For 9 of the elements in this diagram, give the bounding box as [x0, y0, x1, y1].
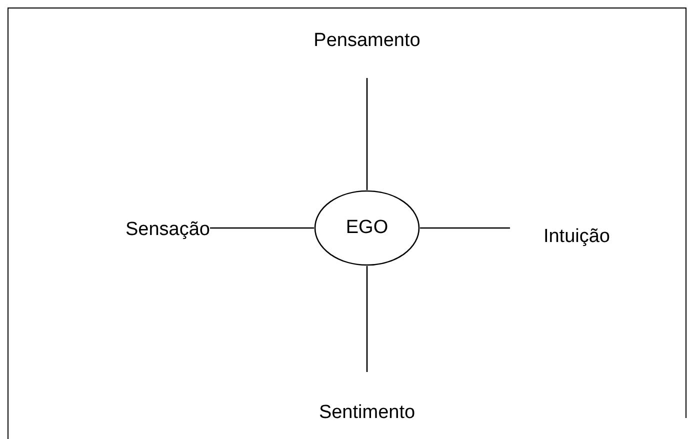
function-label: Intuição: [543, 226, 610, 248]
connector-line: [366, 266, 368, 372]
function-label: Sensação: [125, 219, 210, 241]
ellipse-label: EGO: [346, 217, 388, 239]
function-label: Pensamento: [314, 30, 420, 52]
connector-line: [366, 78, 368, 190]
connector-line: [210, 227, 314, 229]
connector-line: [420, 227, 510, 229]
function-label: Sentimento: [318, 402, 416, 424]
